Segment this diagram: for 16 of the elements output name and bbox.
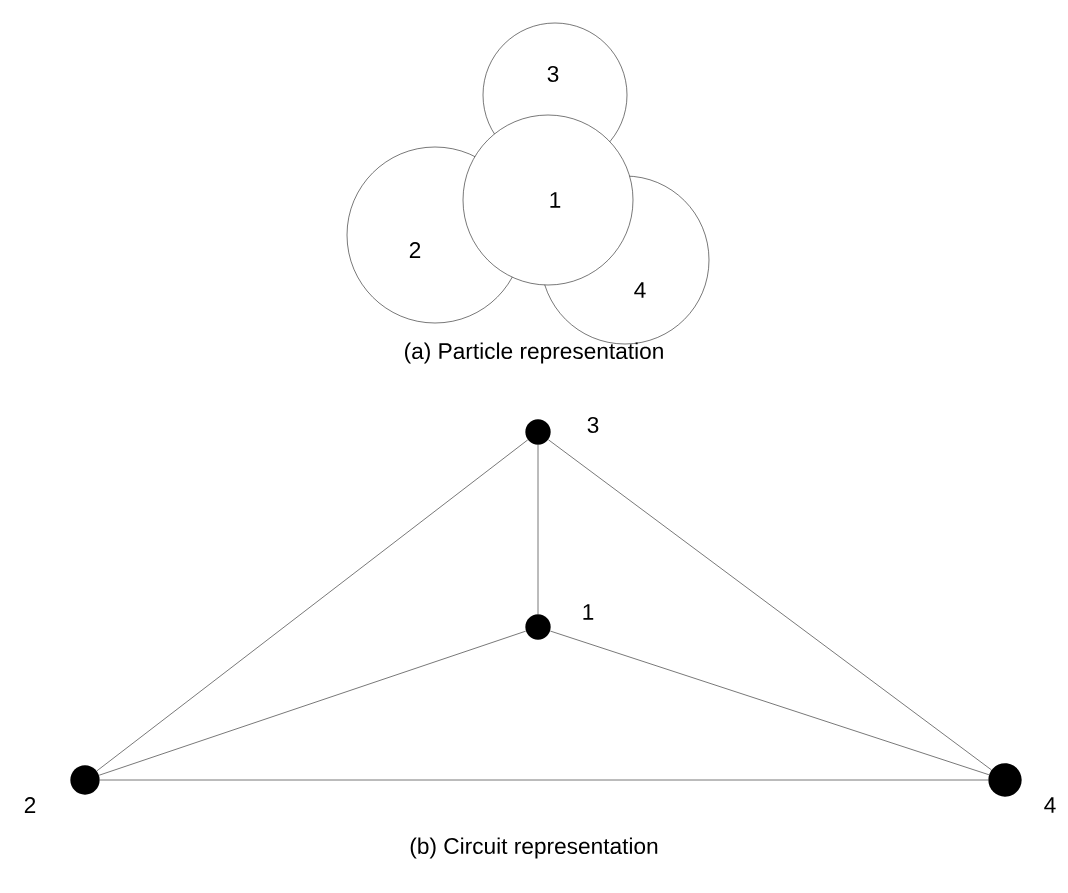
edge-line: [550, 630, 990, 775]
caption: (a) Particle representation: [405, 342, 663, 364]
edge-line: [98, 630, 526, 776]
vertex-dot: [988, 763, 1022, 797]
vertex-dot: [525, 419, 551, 445]
edge-line: [537, 444, 539, 615]
vertex-label: 3: [587, 417, 599, 434]
caption: (b) Circuit representation: [410, 837, 658, 859]
vertex-dot: [70, 765, 100, 795]
edge-line: [99, 779, 989, 781]
vertex-label: 4: [1044, 797, 1056, 813]
vertex-dot: [525, 614, 551, 640]
edge-line: [548, 439, 992, 771]
vertex-label: 1: [583, 604, 594, 620]
vertex-label: 2: [24, 797, 36, 813]
edge-line: [96, 439, 528, 772]
